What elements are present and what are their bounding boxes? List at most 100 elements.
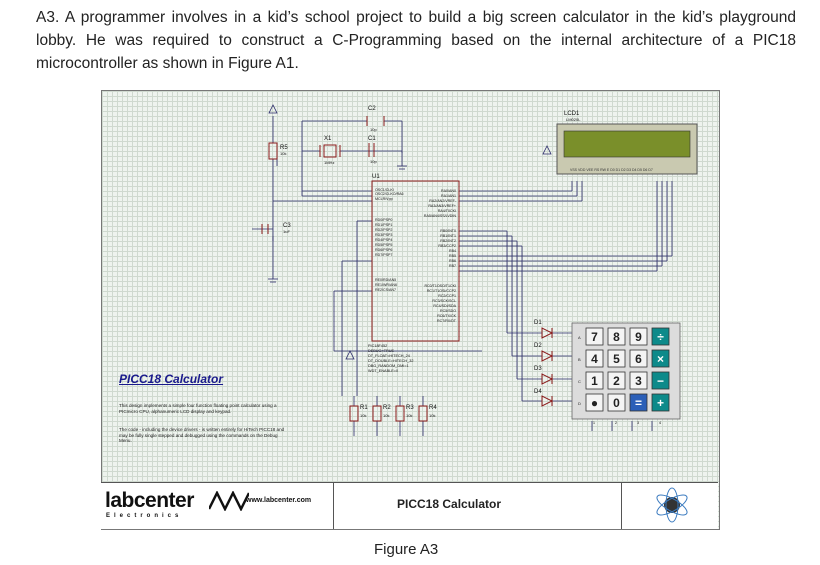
keypad-row-label: D	[578, 401, 581, 406]
keypad-row-label: C	[578, 379, 581, 384]
c1-label: C1	[368, 136, 376, 142]
lcd-value: LM020L	[566, 117, 581, 122]
pic-right-pin: RB4	[449, 249, 456, 253]
keypad-key[interactable]	[629, 371, 648, 390]
pic-left-pin: MCLR/Vpp	[375, 197, 393, 201]
pic-left-pin: RD3/PSP3	[375, 233, 392, 237]
pic-property: DEBUG=TRUE	[368, 349, 395, 353]
pic-left-pin: RD4/PSP4	[375, 238, 392, 242]
keypad-key[interactable]	[629, 349, 648, 368]
r4-value: 10k	[429, 413, 435, 418]
r3-label: R3	[406, 405, 414, 411]
x1-value: 1MHz	[324, 160, 334, 165]
keypad-key[interactable]	[651, 349, 670, 368]
c3-value: 1uF	[283, 229, 290, 234]
pic18-chip	[371, 180, 460, 342]
pic-property: WDT_ENABLE=0	[368, 369, 398, 373]
pic-right-pin: RA2/AN2/VREF-	[429, 199, 457, 203]
keypad-col-label: 3	[637, 420, 640, 425]
pic-right-pin: RB0/INT0	[440, 229, 456, 233]
pic-right-pin: RA5/AN4/SS/LVDIN	[424, 214, 456, 218]
keypad-key-label: 5	[613, 352, 620, 366]
schematic-figure: VSS VDD VEE RS RW E D0 D1 D2 D3 D4 D5 D6…	[101, 90, 720, 530]
r1-value: 10k	[360, 413, 366, 418]
keypad-key[interactable]	[607, 327, 626, 346]
keypad-key-label: 9	[635, 330, 642, 344]
keypad-key-label: 0	[613, 396, 620, 410]
c3-label: C3	[283, 223, 291, 229]
r2-label: R2	[383, 405, 391, 411]
keypad-key[interactable]	[585, 371, 604, 390]
keypad-key-label: 4	[591, 352, 598, 366]
keypad-key[interactable]	[607, 371, 626, 390]
pic-right-pin: RC6/TX/CK	[437, 314, 456, 318]
pic-right-pin: RC5/SDO	[440, 309, 456, 313]
pic-left-pin: RD5/PSP5	[375, 243, 392, 247]
keypad-key[interactable]	[607, 349, 626, 368]
pic-right-pin: RB3/CCP2	[438, 244, 456, 248]
keypad-key[interactable]	[629, 327, 648, 346]
keypad-key-label: 3	[635, 374, 642, 388]
lcd-label: LCD1	[564, 111, 580, 117]
schematic-footer: labcenter Electronics www.labcenter.com …	[101, 482, 718, 529]
description-paragraph-2: The code - including the device drivers …	[119, 427, 285, 444]
keypad-row-label: B	[578, 357, 581, 362]
keypad-key-label: 8	[613, 330, 620, 344]
keypad-row-label: A	[578, 335, 581, 340]
keypad-key[interactable]	[629, 393, 648, 412]
keypad-key[interactable]	[607, 393, 626, 412]
pic-right-pin: RC1/T1OSI/CCP2	[427, 289, 456, 293]
pic-right-pin: RB2/INT2	[440, 239, 456, 243]
d1-label: D1	[534, 320, 542, 326]
labcenter-subtitle: Electronics	[106, 513, 183, 519]
keypad-key[interactable]	[585, 327, 604, 346]
keypad-key-label: ÷	[657, 330, 664, 344]
pic-left-pin: RD2/PSP2	[375, 228, 392, 232]
pic-left-pin: RD7/PSP7	[375, 253, 392, 257]
r4-label: R4	[429, 405, 437, 411]
pic-property: PIC18F452	[368, 344, 387, 348]
r5-value: 10k	[280, 151, 286, 156]
description-paragraph-1: This design implements a simple four fun…	[119, 403, 277, 414]
c1-value: 10p	[370, 159, 377, 164]
keypad-col-label: 4	[659, 420, 662, 425]
keypad-key-label: =	[635, 396, 642, 410]
pic-left-pin: OSC2/CLKO/RA6	[375, 192, 404, 196]
keypad-key-label: +	[657, 396, 664, 410]
keypad-col-label: 2	[615, 420, 618, 425]
keypad-key[interactable]	[651, 393, 670, 412]
keypad-key[interactable]	[585, 349, 604, 368]
pic-left-pin: RE1/WR/AN6	[375, 283, 397, 287]
u1-label: U1	[372, 174, 380, 180]
pic-left-pin: RD0/PSP0	[375, 218, 392, 222]
r5-label: R5	[280, 145, 288, 151]
keypad-key[interactable]	[585, 393, 604, 412]
c2-value: 10p	[370, 127, 377, 132]
pic-left-pin: RD6/PSP6	[375, 248, 392, 252]
keypad-key-label: ●	[591, 396, 598, 410]
labcenter-wave-icon	[209, 491, 249, 511]
pic-right-pin: RA1/AN1	[441, 194, 456, 198]
keypad-key-label: 6	[635, 352, 642, 366]
r2-value: 10k	[383, 413, 389, 418]
keypad-col-label: 1	[593, 420, 596, 425]
keypad-key-label: 1	[591, 374, 598, 388]
labcenter-url: www.labcenter.com	[246, 497, 312, 504]
keypad-key[interactable]	[651, 371, 670, 390]
pic-property: DT_DOUBLE=HITECH_32	[368, 359, 413, 363]
pic-right-pin: RB7	[449, 264, 456, 268]
pic-right-pin: RA3/AN3/VREF+	[428, 204, 456, 208]
pic-left-pin: RE2/CS/AN7	[375, 288, 396, 292]
c2-label: C2	[368, 106, 376, 112]
lcd-screen	[563, 130, 691, 158]
keypad-key-label: 2	[613, 374, 620, 388]
pic-right-pin: RB1/INT1	[440, 234, 456, 238]
d2-label: D2	[534, 343, 542, 349]
x1-label: X1	[324, 136, 332, 142]
keypad-key[interactable]	[651, 327, 670, 346]
d4-label: D4	[534, 389, 542, 395]
pic-right-pin: RC3/SCK/SCL	[432, 299, 456, 303]
pic-right-pin: RA4/T0CKI	[438, 209, 456, 213]
pic-right-pin: RA0/AN0	[441, 189, 456, 193]
d3-label: D3	[534, 366, 542, 372]
